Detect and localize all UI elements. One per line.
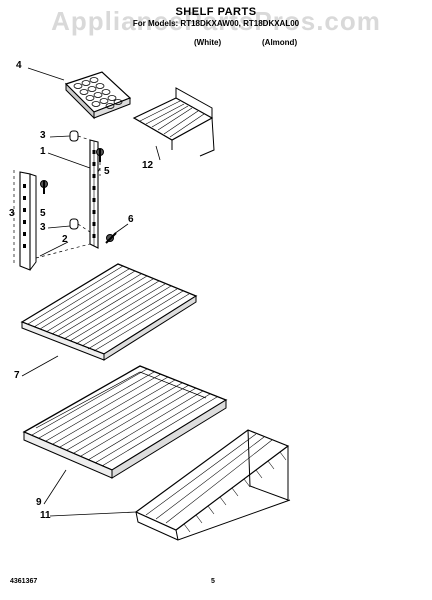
part-7-full-shelf — [20, 263, 198, 361]
callout-6: 6 — [128, 214, 134, 225]
callout-7: 7 — [14, 370, 20, 381]
leader-lines — [21, 67, 161, 517]
callout-9: 9 — [36, 497, 42, 508]
part-3-clip-bottom — [69, 218, 79, 230]
callout-11: 11 — [40, 510, 51, 521]
part-5-screw-left — [40, 180, 48, 194]
part-3-clip-top — [69, 130, 79, 142]
callout-3-bottom: 3 — [40, 222, 46, 233]
part-2-shelf-rail — [19, 171, 37, 271]
diagram-header: SHELF PARTS For Models: RT18DKXAW00, RT1… — [0, 6, 432, 28]
model-list: For Models: RT18DKXAW00, RT18DKXAL00 — [132, 19, 300, 28]
document-number: 4361367 — [10, 578, 38, 585]
page-number: 5 — [211, 578, 215, 585]
part-1-shelf-rail — [89, 139, 99, 249]
color-label-white: (White) — [194, 38, 222, 47]
part-12-small-wire-shelf — [132, 87, 215, 157]
callout-5-upper: 5 — [104, 166, 110, 177]
diagram-title: SHELF PARTS — [175, 6, 257, 18]
part-9-crisper-shelf — [22, 365, 228, 479]
callout-3-top: 3 — [40, 130, 46, 141]
callout-12: 12 — [142, 160, 154, 171]
callout-4: 4 — [16, 60, 22, 71]
part-6-screw — [105, 232, 117, 244]
part-4-egg-tray — [64, 71, 132, 120]
callout-2: 2 — [62, 234, 68, 245]
callout-3-left: 3 — [9, 208, 15, 219]
part-5-screw-upper — [96, 148, 104, 162]
alignment-lines — [13, 135, 101, 266]
color-label-almond: (Almond) — [262, 38, 298, 47]
part-11-wire-basket — [134, 429, 291, 541]
callout-5-left: 5 — [40, 208, 46, 219]
callout-1: 1 — [40, 146, 46, 157]
